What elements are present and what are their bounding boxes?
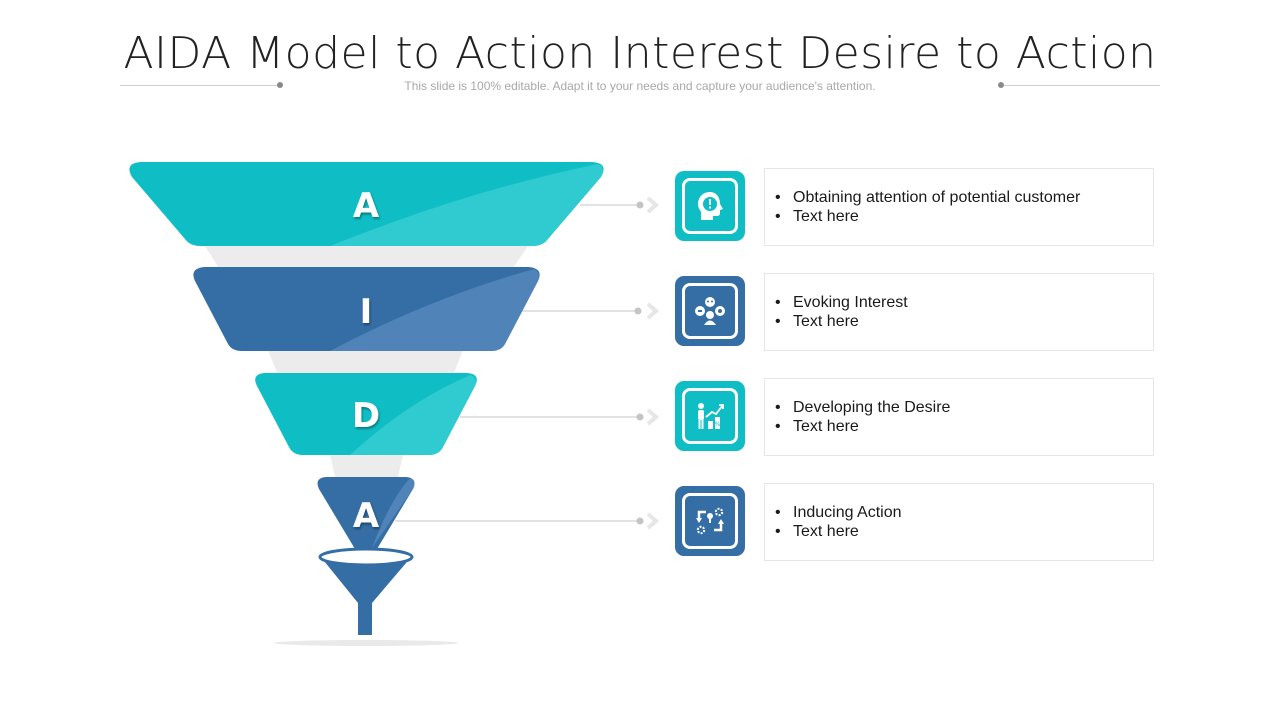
growth-chart-person-icon: % <box>698 403 724 429</box>
head-exclamation-icon <box>698 192 723 220</box>
funnel-tier-action <box>317 477 415 560</box>
stage-bullets-attention: Obtaining attention of potential custome… <box>765 188 1080 226</box>
funnel-tier-action-highlight <box>372 478 415 548</box>
title-deco-dot-left <box>277 82 283 88</box>
stage-card-attention: Obtaining attention of potential custome… <box>764 168 1154 246</box>
stage-icon-box-attention <box>675 171 745 241</box>
svg-text:%: % <box>715 421 721 428</box>
connector-4 <box>395 512 660 530</box>
stage-letter-interest: I <box>360 292 373 332</box>
bullet-text: Text here <box>775 417 950 436</box>
connector-1 <box>580 196 660 214</box>
title-deco-dot-right <box>998 82 1004 88</box>
title-deco-line-right <box>1000 85 1160 86</box>
stage-letter-desire: D <box>352 396 380 436</box>
stage-card-desire: Developing the Desire Text here <box>764 378 1154 456</box>
action-cycle-gears-icon <box>696 507 724 535</box>
funnel-gap-1 <box>205 246 528 268</box>
stage-card-action: Inducing Action Text here <box>764 483 1154 561</box>
bullet-text: Text here <box>775 522 902 541</box>
funnel-tier-attention-highlight <box>330 164 603 246</box>
stage-icon-box-interest <box>675 276 745 346</box>
page-title: AIDA Model to Action Interest Desire to … <box>123 28 1157 79</box>
stage-letter-attention: A <box>353 186 380 226</box>
stage-card-interest: Evoking Interest Text here <box>764 273 1154 351</box>
bullet-text: Inducing Action <box>775 503 901 522</box>
bullet-text: Obtaining attention of potential custome… <box>775 188 1080 207</box>
bullet-text: Evoking Interest <box>775 293 908 312</box>
bullet-text: Text here <box>775 312 908 331</box>
funnel-icon <box>274 547 458 646</box>
stage-bullets-action: Inducing Action Text here <box>765 503 902 541</box>
interest-network-icon <box>695 297 725 325</box>
funnel-tier-interest-highlight <box>330 269 539 351</box>
funnel-tier-desire-highlight <box>350 375 476 455</box>
funnel-gap-3 <box>330 455 403 477</box>
stage-icon-box-desire: % <box>675 381 745 451</box>
funnel-gap-2 <box>268 350 463 373</box>
bullet-text: Developing the Desire <box>775 398 950 417</box>
connector-3 <box>460 408 660 426</box>
stage-letter-action: A <box>353 496 380 536</box>
stage-icon-box-action <box>675 486 745 556</box>
connector-2 <box>520 302 660 320</box>
page-subtitle: This slide is 100% editable. Adapt it to… <box>404 79 876 93</box>
bullet-text: Text here <box>775 207 1080 226</box>
stage-bullets-desire: Developing the Desire Text here <box>765 398 950 436</box>
stage-bullets-interest: Evoking Interest Text here <box>765 293 908 331</box>
title-deco-line-left <box>120 85 280 86</box>
